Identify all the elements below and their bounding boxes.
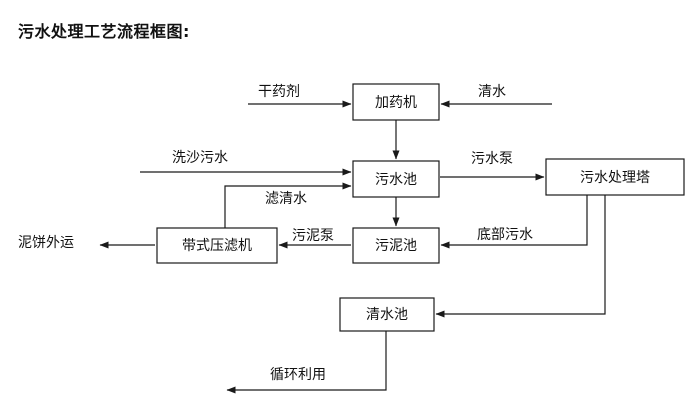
node-dosing-machine[interactable]: 加药机 bbox=[352, 83, 440, 121]
node-label-sewage-pool: 污水池 bbox=[375, 172, 417, 188]
page-title: 污水处理工艺流程框图: bbox=[18, 22, 190, 41]
edge-tower-to-clear-pool bbox=[435, 195, 606, 318]
terminal-label-mud-cake-transport: 泥饼外运 bbox=[18, 235, 74, 251]
terminal-label-clean-water: 清水 bbox=[478, 84, 506, 100]
edge-label-sludge-pump: 污泥泵 bbox=[292, 228, 334, 244]
node-label-belt-filter-press: 带式压滤机 bbox=[182, 238, 252, 254]
terminal-label-wash-sand-sewage: 洗沙污水 bbox=[172, 150, 228, 166]
edge-label-sewage-pump: 污水泵 bbox=[471, 151, 513, 167]
edge-label-filtrate: 滤清水 bbox=[265, 191, 307, 207]
node-label-treatment-tower: 污水处理塔 bbox=[580, 170, 650, 186]
edge-label-recycle-reuse: 循环利用 bbox=[270, 367, 326, 383]
node-label-clear-water-pool: 清水池 bbox=[366, 307, 408, 323]
node-label-sludge-pool: 污泥池 bbox=[375, 238, 417, 254]
node-sewage-pool[interactable]: 污水池 bbox=[352, 160, 440, 198]
node-label-dosing-machine: 加药机 bbox=[375, 95, 417, 111]
edge-clear-pool-to-recycle bbox=[226, 331, 387, 394]
edge-label-bottom-sewage: 底部污水 bbox=[477, 227, 533, 243]
terminal-label-dry-agent: 干药剂 bbox=[258, 84, 300, 100]
node-sludge-pool[interactable]: 污泥池 bbox=[352, 227, 440, 264]
edge-tower-to-sludge bbox=[440, 195, 588, 249]
node-clear-water-pool[interactable]: 清水池 bbox=[339, 297, 435, 332]
edge-filter-to-sewage-pool bbox=[224, 182, 352, 228]
node-treatment-tower[interactable]: 污水处理塔 bbox=[545, 158, 685, 196]
node-belt-filter-press[interactable]: 带式压滤机 bbox=[156, 227, 278, 264]
